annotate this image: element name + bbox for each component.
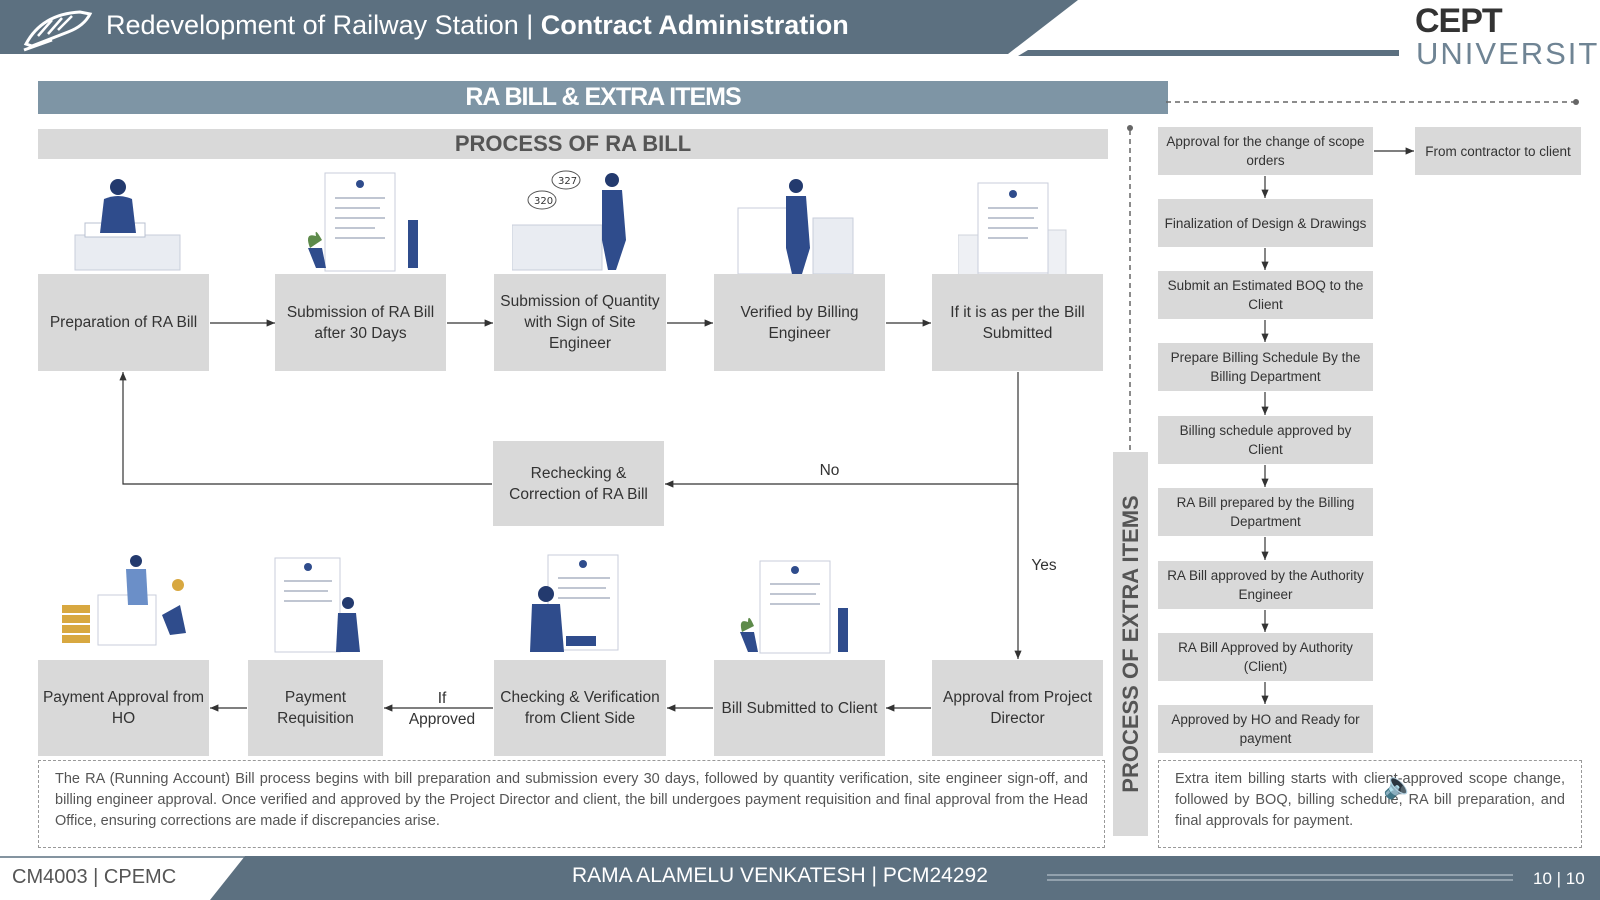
step-submission: Submission of RA Bill after 30 Days — [275, 274, 446, 371]
label-yes: Yes — [1031, 557, 1057, 574]
ra-process-note: The RA (Running Account) Bill process be… — [38, 760, 1105, 848]
extra-step-6: RA Bill prepared by the Billing Departme… — [1158, 488, 1373, 536]
footer-course: CM4003 | CPEMC — [12, 866, 177, 888]
step-checking-client: Checking & Verification from Client Side — [494, 660, 666, 756]
extra-side-box: From contractor to client — [1415, 127, 1581, 175]
footer-page-number: 10 | 10 — [1533, 869, 1585, 888]
extra-step-3: Submit an Estimated BOQ to the Client — [1158, 271, 1373, 319]
extra-step-4: Prepare Billing Schedule By the Billing … — [1158, 343, 1373, 391]
speaker-icon[interactable]: 🔈 — [1383, 770, 1416, 800]
step-bill-client: Bill Submitted to Client — [714, 660, 885, 756]
step-quantity: Submission of Quantity with Sign of Site… — [494, 274, 666, 371]
ra-flow-arrows — [119, 319, 1022, 712]
footer-author: RAMA ALAMELU VENKATESH | PCM24292 — [572, 864, 988, 887]
step-check-submitted: If it is as per the Bill Submitted — [932, 274, 1103, 371]
step-approval-pd: Approval from Project Director — [932, 660, 1103, 756]
vertical-dashed-divider — [1127, 125, 1133, 450]
step-preparation: Preparation of RA Bill — [38, 274, 209, 371]
illustration-billing-engineer — [737, 179, 854, 275]
label-if-approved: If Approved — [408, 690, 476, 728]
illustration-payment-ho — [62, 555, 186, 646]
footer-bar — [0, 856, 1600, 900]
extra-step-2: Finalization of Design & Drawings — [1158, 199, 1373, 247]
extra-step-9: Approved by HO and Ready for payment — [1158, 705, 1373, 753]
header-title: Redevelopment of Railway Station | Contr… — [106, 10, 849, 40]
section-title: RA BILL & EXTRA ITEMS — [38, 81, 1168, 114]
label-no: No — [819, 462, 840, 479]
illustration-bill-client — [740, 560, 848, 654]
extra-process-title: PROCESS OF EXTRA ITEMS — [1113, 452, 1148, 836]
step-payment-requisition: Payment Requisition — [248, 660, 383, 756]
extra-step-8: RA Bill Approved by Authority (Client) — [1158, 633, 1373, 681]
step-rechecking: Rechecking & Correction of RA Bill — [493, 441, 664, 526]
extra-step-5: Billing schedule approved by Client — [1158, 416, 1373, 464]
svg-text:327: 327 — [558, 176, 577, 187]
illustration-payment-requisition — [274, 557, 360, 653]
extra-process-note: Extra item billing starts with client-ap… — [1158, 760, 1582, 848]
ra-process-title: PROCESS OF RA BILL — [38, 129, 1108, 159]
extra-flow-arrows — [1261, 147, 1414, 704]
illustration-quantity-worker: 320 327 — [512, 170, 626, 271]
step-payment-ho: Payment Approval from HO — [38, 660, 209, 756]
svg-text:320: 320 — [534, 196, 553, 207]
illustration-document-plants — [308, 172, 418, 272]
step-verified: Verified by Billing Engineer — [714, 274, 885, 371]
banner-dashed-line — [1166, 99, 1579, 105]
illustration-desk-worker — [74, 179, 181, 271]
illustration-client-verification — [530, 554, 619, 652]
extra-step-7: RA Bill approved by the Authority Engine… — [1158, 561, 1373, 609]
university-logo-text: UNIVERSITY — [1416, 36, 1600, 71]
train-logo-icon — [23, 10, 93, 52]
cept-logo: CEPT — [1415, 2, 1503, 40]
header-bar — [0, 0, 1399, 56]
extra-step-1: Approval for the change of scope orders — [1158, 127, 1373, 175]
illustration-bill-document — [958, 182, 1067, 275]
